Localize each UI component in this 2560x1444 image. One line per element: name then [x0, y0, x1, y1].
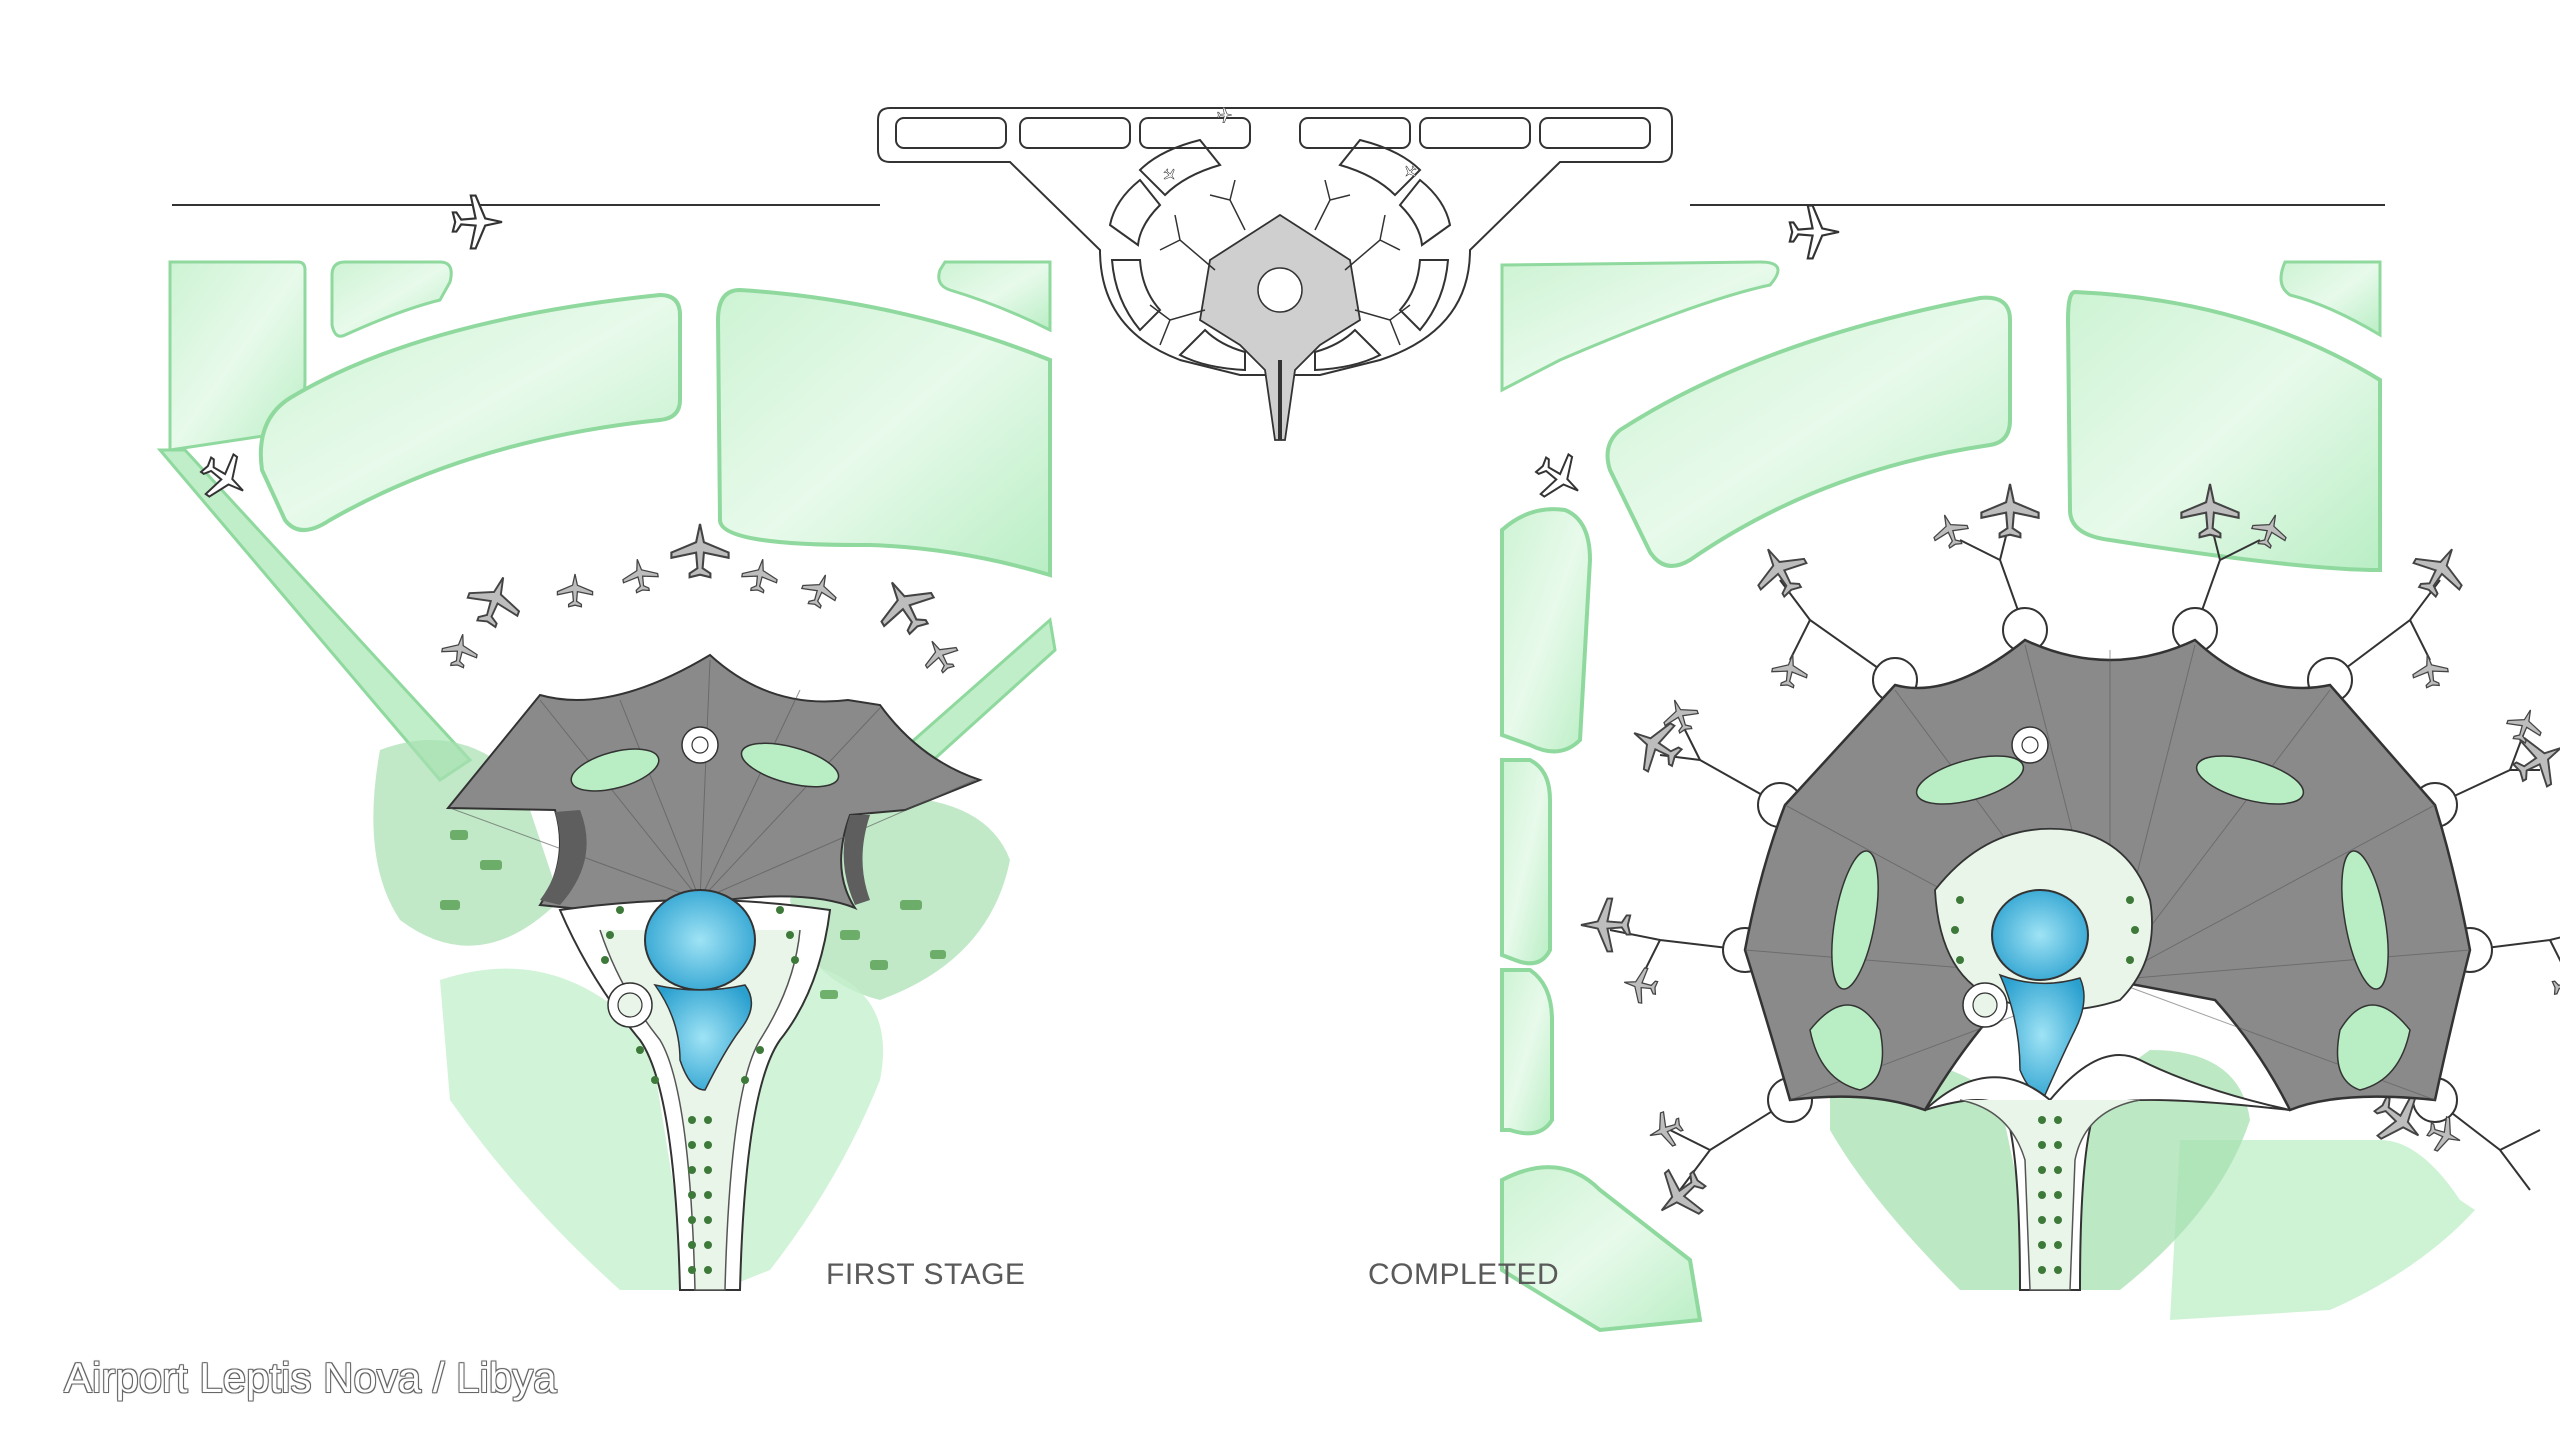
airplane-icon	[451, 194, 504, 250]
airplane-icon	[670, 522, 730, 579]
airplane-icon	[2403, 535, 2476, 606]
airplane-icon	[1788, 204, 1841, 260]
airplane-icon	[1980, 482, 2040, 539]
airplane-icon	[619, 555, 661, 596]
airplane-icon	[739, 555, 781, 596]
airplane-icon	[797, 568, 843, 613]
airplane-icon	[1526, 443, 1593, 512]
airplane-icon	[2549, 964, 2560, 1006]
airplane-icon	[2409, 650, 2451, 691]
airplane-icon	[1744, 535, 1817, 606]
airplane-icon	[1927, 508, 1973, 553]
airplane-icon	[1769, 650, 1811, 691]
airplane-icon	[1643, 1157, 1718, 1232]
airplane-icon	[1580, 897, 1632, 953]
overview-terminal	[1149, 106, 1420, 441]
airplane-icon	[1643, 1107, 1688, 1153]
overview-plan	[877, 107, 1673, 376]
airplane-icon	[866, 567, 945, 644]
stage-label-first: FIRST STAGE	[826, 1258, 1026, 1291]
stage-label-completed: COMPLETED	[1368, 1258, 1560, 1291]
completed-plan	[1500, 204, 2560, 1333]
airplane-icon	[556, 573, 594, 608]
page-title: Airport Leptis Nova / Libya	[64, 1354, 557, 1401]
airplane-icon	[460, 567, 529, 634]
first-stage-plan	[156, 194, 1057, 1291]
airplane-icon	[2502, 703, 2548, 748]
airplane-icon	[439, 630, 481, 671]
airplane-icon	[916, 631, 965, 679]
airplane-icon	[1620, 964, 1661, 1006]
